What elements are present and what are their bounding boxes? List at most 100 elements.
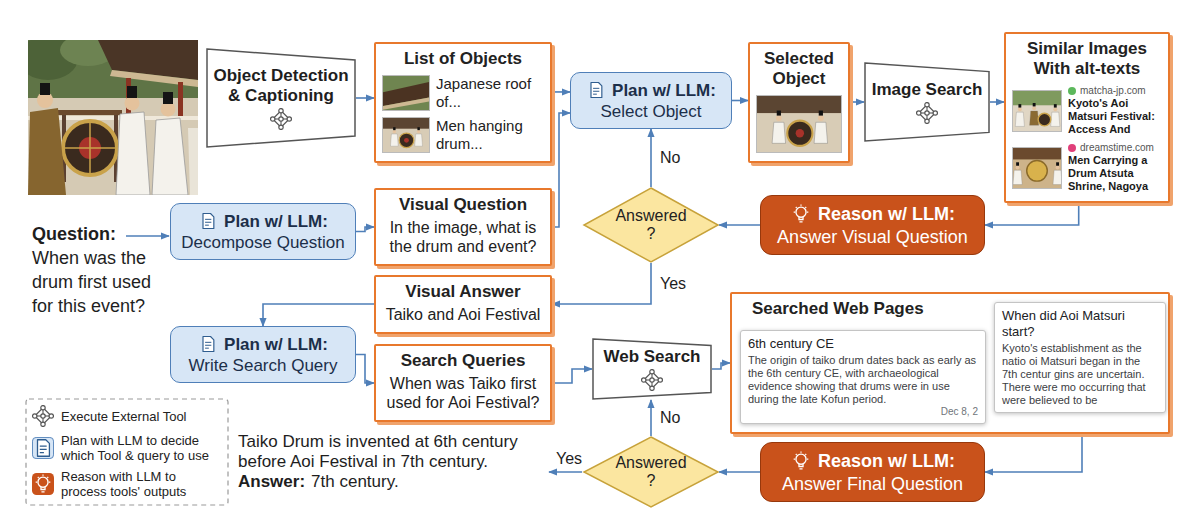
festival-photo bbox=[152, 118, 188, 195]
thumbnail-image bbox=[393, 127, 395, 130]
web-result-card: When did Aoi Matsuri start?Kyoto's estab… bbox=[994, 302, 1166, 413]
box-title: Visual Question bbox=[382, 195, 544, 215]
legend: Execute External ToolPlan with LLM to de… bbox=[32, 405, 224, 505]
site-line: matcha-jp.com bbox=[1068, 85, 1162, 97]
result-row: Men hanging drum... bbox=[382, 117, 544, 153]
reason-box: Reason w/ LLM:Answer Visual Question bbox=[760, 195, 985, 255]
card-title: 6th century CE bbox=[748, 336, 978, 352]
box-title: Reason w/ LLM: bbox=[818, 450, 955, 472]
connector bbox=[985, 434, 1082, 472]
thumbnail-image bbox=[1030, 111, 1039, 125]
thumbnail-image bbox=[1012, 148, 1062, 188]
thumbnail-image bbox=[796, 129, 804, 137]
tool-shape bbox=[207, 49, 355, 147]
connector bbox=[990, 101, 1004, 103]
tool-name: Image Search bbox=[870, 80, 984, 100]
object-caption: Men hanging drum... bbox=[436, 117, 544, 153]
connector bbox=[552, 369, 592, 383]
legend-icon bbox=[32, 437, 53, 458]
connector bbox=[712, 363, 730, 369]
legend-icon bbox=[32, 473, 54, 495]
box-title: Similar Images With alt-texts bbox=[1012, 39, 1162, 79]
box-title: Search Queries bbox=[382, 351, 544, 371]
tool-icon bbox=[642, 378, 646, 382]
reason-icon bbox=[796, 207, 806, 217]
question-arrow bbox=[126, 235, 169, 237]
connector bbox=[719, 224, 760, 226]
tool-shape bbox=[864, 62, 990, 142]
thumbnail-image bbox=[776, 115, 782, 121]
festival-photo bbox=[163, 92, 173, 104]
thumbnail-image bbox=[1027, 160, 1048, 181]
festival-photo bbox=[63, 121, 117, 175]
plan-icon bbox=[198, 210, 218, 232]
diamond-shape bbox=[584, 188, 718, 262]
tool-icon bbox=[279, 109, 283, 113]
result-text: Men hanging drum... bbox=[436, 117, 544, 153]
thumbnail-image bbox=[1054, 104, 1057, 107]
tool-icon bbox=[650, 370, 654, 374]
answer-arrow bbox=[549, 471, 582, 473]
site-icon bbox=[1068, 144, 1076, 152]
plan-icon bbox=[205, 219, 211, 225]
tool-name: Web Search bbox=[598, 347, 706, 367]
heading-row: Plan w/ LLM: bbox=[176, 210, 350, 232]
thumbnail-image bbox=[1012, 91, 1062, 105]
thumbnail-image bbox=[1053, 107, 1057, 111]
box-text: Answer Visual Question bbox=[769, 226, 976, 248]
tool-name: Object Detection & Captioning bbox=[212, 66, 350, 105]
tool-icon bbox=[268, 108, 294, 130]
result-row: matcha-jp.comKyoto's Aoi Matsuri Festiva… bbox=[1012, 85, 1162, 136]
tool-icon bbox=[271, 117, 275, 121]
festival-photo bbox=[178, 82, 183, 120]
thumbnail-image bbox=[819, 111, 823, 116]
thumbnail-image bbox=[1018, 104, 1021, 107]
legend-icon bbox=[32, 437, 54, 459]
plan-box: Plan w/ LLM:Select Object bbox=[570, 72, 732, 129]
legend-row: Reason with LLM to process tools' output… bbox=[32, 469, 224, 499]
festival-photo bbox=[58, 110, 122, 115]
thumbnail-image bbox=[1016, 162, 1019, 165]
box-title: List of Objects bbox=[382, 49, 544, 69]
decision-diamond: Answered ? bbox=[583, 187, 719, 263]
legend-row: Plan with LLM to decide which Tool & que… bbox=[32, 433, 224, 463]
legend-row: Execute External Tool bbox=[32, 405, 224, 427]
connector bbox=[650, 400, 652, 436]
connector bbox=[263, 304, 374, 326]
output-box: List of ObjectsJapanese roof of... Men ha… bbox=[374, 42, 552, 163]
tool-shape bbox=[865, 63, 989, 141]
tool-icon bbox=[925, 111, 929, 115]
plan-box: Plan w/ LLM:Decompose Question bbox=[170, 203, 356, 260]
box-text: When was Taiko first used for Aoi Festiv… bbox=[382, 374, 544, 412]
answer-label: Answer: bbox=[238, 472, 305, 492]
branch-label: Yes bbox=[556, 450, 582, 468]
box-title: Visual Answer bbox=[382, 282, 544, 302]
plan-icon bbox=[198, 333, 218, 355]
web-result-card: 6th century CE The origin of taiko drum d… bbox=[740, 330, 986, 424]
result-row: Japanese roof of... bbox=[382, 75, 544, 111]
festival-photo bbox=[63, 121, 117, 175]
box-text: Write Search Query bbox=[176, 355, 350, 376]
card-snippet: The origin of taiko drum dates back as e… bbox=[748, 354, 978, 406]
tool-icon bbox=[914, 102, 940, 124]
box-title: Plan w/ LLM: bbox=[224, 211, 328, 232]
festival-photo bbox=[28, 40, 198, 195]
legend-icon bbox=[36, 474, 51, 491]
thumbnail-image bbox=[393, 130, 396, 133]
page-title: Men Carrying a Drum Atsuta Shrine, Nagoy… bbox=[1068, 154, 1162, 193]
thumbnail-image bbox=[382, 117, 430, 153]
thumbnail-image bbox=[417, 127, 419, 130]
tool-icon bbox=[658, 378, 662, 382]
thumbnail-image bbox=[818, 115, 824, 121]
decision-diamond: Answered ? bbox=[583, 436, 719, 508]
heading-row: Reason w/ LLM: bbox=[769, 449, 976, 473]
legend-icon bbox=[41, 414, 45, 418]
plan-icon bbox=[591, 83, 602, 98]
result-text: dreamstime.comMen Carrying a Drum Atsuta… bbox=[1068, 142, 1162, 193]
thumbnail-image bbox=[1016, 165, 1020, 169]
card-title: When did Aoi Matsuri start? bbox=[1002, 308, 1158, 340]
thumbnail-image bbox=[1032, 106, 1036, 110]
thumbnail-image bbox=[757, 95, 841, 153]
card-snippet: Kyoto's establishment as the natio oi Ma… bbox=[1002, 342, 1158, 407]
branch-label: No bbox=[658, 149, 682, 167]
